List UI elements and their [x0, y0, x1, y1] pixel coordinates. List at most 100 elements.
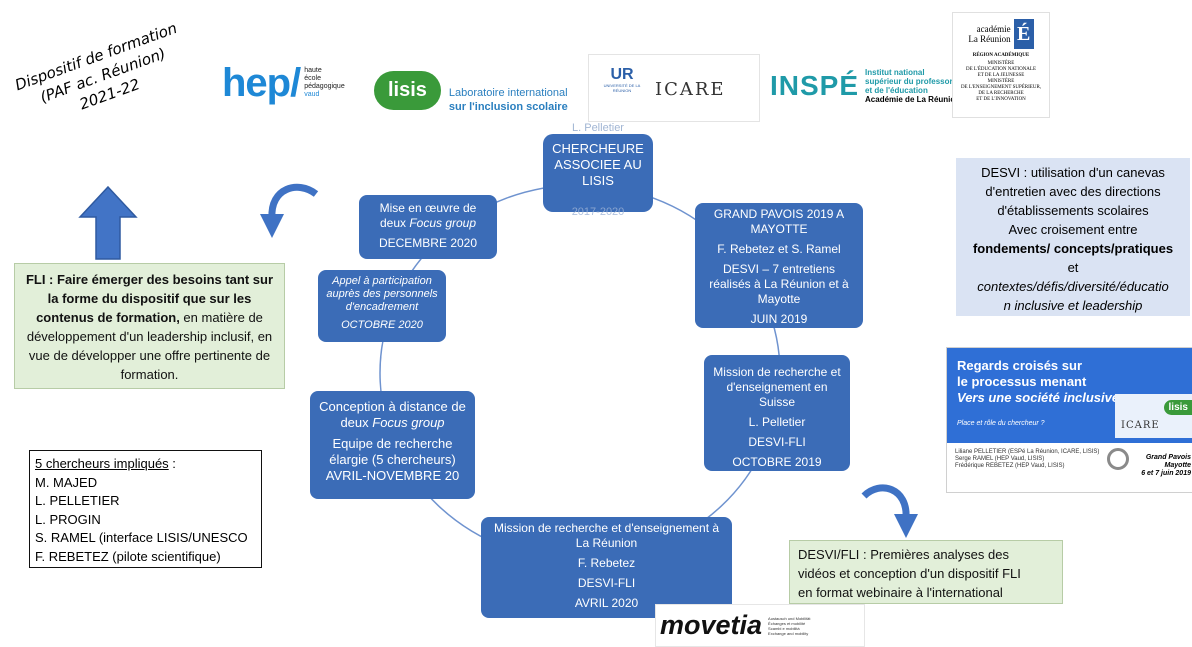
movetia-logo: movetia Austausch und Mobilität Échanges…	[655, 604, 865, 647]
ministry-1: MINISTÈRE	[987, 61, 1015, 66]
appel-title: Appel à participation auprès des personn…	[326, 275, 438, 313]
desvi-line-5: fondements/ concepts/pratiques	[972, 241, 1174, 256]
desvi-line-6: et	[1067, 260, 1079, 275]
node-reunion: Mission de recherche et d'enseignement à…	[481, 517, 732, 618]
desvi-line-1: DESVI : utilisation d'un canevas	[981, 165, 1165, 180]
focus-date: DECEMBRE 2020	[378, 236, 478, 250]
node-suisse: Mission de recherche et d'enseignement e…	[704, 355, 850, 471]
inspe-line-2: supérieur du professorat	[865, 77, 960, 86]
slide-author-1: Liliane PELLETIER (ESPé La Réunion, ICAR…	[955, 449, 1100, 455]
ministry-4: MINISTÈRE	[987, 79, 1015, 84]
chercheur-4: S. RAMEL (interface LISIS/UNESCO	[35, 530, 248, 545]
fli-box: FLI : Faire émerger des besoins tant sur…	[14, 263, 285, 389]
chercheurs-heading-colon: :	[168, 456, 176, 471]
suisse-date: OCTOBRE 2019	[732, 455, 822, 469]
ministry-5: DE L'ENSEIGNEMENT SUPÉRIEUR,	[960, 85, 1042, 90]
inspe-line-3: et de l'éducation	[865, 86, 928, 95]
node-conception: Conception à distance de deux Focus grou…	[310, 391, 475, 499]
curved-arrow-right-icon	[861, 484, 918, 538]
appel-date: OCTOBRE 2020	[341, 319, 423, 331]
fli-box-bold: FLI : Faire émerger des besoins tant sur…	[25, 272, 274, 325]
ministry-7: ET DE L'INNOVATION	[976, 97, 1026, 102]
center-overlay-top: L. Pelletier	[572, 122, 624, 134]
ur-icare-logo-box: UR UNIVERSITÉ DE LA RÉUNION ICARE	[588, 54, 760, 122]
ur-logo-mark: UR	[610, 66, 634, 83]
focus-title-a: Mise en œuvre de deux	[379, 201, 477, 230]
suisse-people: L. Pelletier	[748, 415, 806, 429]
fli-box-rest: en matière de développement d'un leaders…	[26, 310, 273, 382]
suisse-title: Mission de recherche et d'enseignement e…	[713, 365, 841, 409]
inspe-logo: INSPÉ Institut national supérieur du pro…	[770, 68, 960, 104]
movetia-line-4: Exchange and mobility	[768, 630, 809, 636]
magnifier-icon	[1107, 448, 1129, 470]
inspe-line-4: Académie de La Réunion	[865, 95, 961, 104]
lisis-line-1: Laboratoire international	[448, 87, 568, 99]
hep-line-3: pédagogique	[304, 83, 345, 90]
chercheur-2: L. PELLETIER	[35, 493, 120, 508]
desvi-fli-line-1: DESVI/FLI : Premières analyses des	[798, 547, 1009, 562]
slide-event-2: Mayotte	[1164, 462, 1191, 469]
slide-sub: Place et rôle du chercheur ?	[957, 420, 1045, 427]
chercheurs-heading: 5 chercheurs impliqués :	[35, 455, 256, 474]
focus-title: Mise en œuvre de deux Focus group	[365, 201, 491, 231]
movetia-logo-mark: movetia	[660, 610, 763, 640]
grand-pavois-people: F. Rebetez et S. Ramel	[717, 242, 841, 256]
academie-line-3: RÉGION ACADÉMIQUE	[972, 53, 1030, 58]
hep-line-4: vaud	[304, 91, 320, 98]
chercheur-5: F. REBETEZ (pilote scientifique)	[35, 548, 221, 564]
academie-line-2: La Réunion	[968, 34, 1011, 44]
center-overlay-bottom: 2017-2020	[571, 206, 625, 218]
ur-logo: UR UNIVERSITÉ DE LA RÉUNION	[599, 66, 645, 94]
reunion-title: Mission de recherche et d'enseignement à…	[493, 521, 720, 550]
slide-badge: lisis	[1163, 400, 1192, 415]
slide-author-2: Serge RAMEL (HEP Vaud, LISIS)	[955, 456, 1045, 462]
chercheurs-heading-text: 5 chercheurs impliqués	[35, 456, 169, 471]
inspe-logo-mark: INSPÉ	[770, 70, 860, 101]
slide-thumbnail: Regards croisés sur le processus menant …	[946, 347, 1192, 493]
desvi-line-3: d'établissements scolaires	[997, 203, 1149, 218]
desvi-fli-box: DESVI/FLI : Premières analyses des vidéo…	[789, 540, 1063, 604]
ministry-6: DE LA RECHERCHE	[978, 91, 1024, 96]
center-line-1: CHERCHEURE	[552, 141, 644, 156]
grand-pavois-date: JUIN 2019	[750, 312, 808, 326]
node-grand-pavois: GRAND PAVOIS 2019 A MAYOTTE F. Rebetez e…	[695, 203, 863, 328]
grand-pavois-desc: DESVI – 7 entretiens réalisés à La Réuni…	[709, 262, 849, 306]
academie-line-1: académie	[976, 24, 1011, 34]
center-line-3: LISIS	[582, 173, 614, 188]
icare-logo: ICARE	[655, 79, 726, 100]
center-line-2: ASSOCIEE AU	[554, 157, 642, 172]
desvi-fli-line-3: en format webinaire à l'international	[798, 585, 1003, 600]
slide-event-1: Grand Pavois	[1145, 454, 1191, 461]
reunion-date: AVRIL 2020	[574, 596, 639, 610]
node-focus-group: Mise en œuvre de deux Focus group DECEMB…	[359, 195, 497, 259]
academie-e-icon: É	[1013, 19, 1034, 49]
hep-logo-text: haute école pédagogique vaud	[304, 67, 345, 99]
focus-title-b: Focus group	[409, 216, 477, 230]
slide-badge-2: ICARE	[1121, 420, 1160, 431]
movetia-line-3: Scambi e mobilità	[768, 625, 800, 631]
slide-title-2: le processus menant	[957, 374, 1087, 389]
desvi-fli-line-2: vidéos et conception d'un dispositif FLI	[798, 566, 1021, 581]
reunion-project: DESVI-FLI	[577, 576, 636, 590]
lisis-logo-mark: lisis	[374, 70, 441, 110]
desvi-line-7: contextes/défis/diversité/éducatio	[977, 279, 1169, 294]
center-node: L. Pelletier CHERCHEURE ASSOCIEE AU LISI…	[543, 122, 653, 218]
academie-logo: académie La Réunion É RÉGION ACADÉMIQUE …	[952, 12, 1050, 118]
slide-badge-area: lisis ICARE	[1115, 394, 1192, 438]
slide-event-3: 6 et 7 juin 2019	[1141, 470, 1191, 477]
hep-logo-mark: hep/	[222, 61, 301, 105]
movetia-line-2: Échanges et mobilité	[768, 620, 806, 626]
grand-pavois-title: GRAND PAVOIS 2019 A MAYOTTE	[713, 207, 845, 236]
desvi-box: DESVI : utilisation d'un canevas d'entre…	[956, 158, 1190, 316]
chercheur-1: M. MAJED	[35, 474, 98, 490]
conception-desc: Equipe de recherche élargie (5 chercheur…	[329, 436, 456, 467]
movetia-line-1: Austausch und Mobilität	[768, 615, 811, 621]
conception-title-a: Conception à distance de deux	[319, 399, 466, 430]
chercheurs-box: 5 chercheurs impliqués : M. MAJED L. PEL…	[29, 450, 262, 568]
reunion-people: F. Rebetez	[577, 556, 636, 570]
lisis-line-2: sur l'inclusion scolaire	[448, 101, 568, 113]
desvi-line-4: Avec croisement entre	[1008, 222, 1138, 237]
slide-title-3: Vers une société inclusive	[957, 390, 1120, 405]
up-arrow-icon	[78, 185, 138, 260]
chercheur-3: L. PROGIN	[35, 511, 101, 527]
